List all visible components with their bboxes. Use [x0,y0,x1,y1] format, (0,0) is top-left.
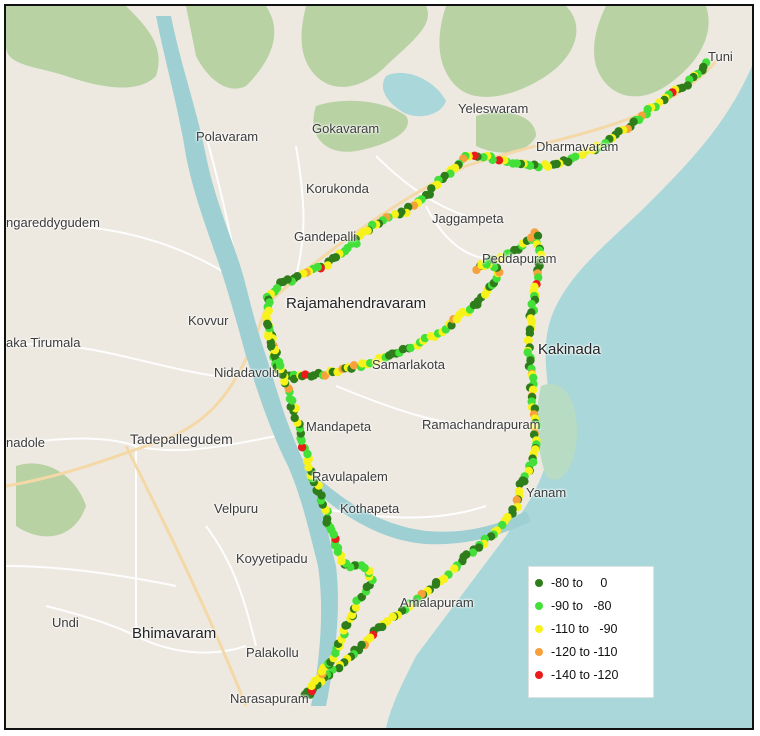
legend-label: -80 to 0 [551,576,608,590]
track-point [515,479,524,489]
signal-track [262,58,711,699]
place-label-peddapuram: Peddapuram [482,251,557,266]
track-point [388,612,397,621]
track-point [468,548,478,557]
track-point [297,443,307,452]
legend-dot-3 [535,648,543,656]
legend-item: -110 to -90 [535,619,617,639]
track-point [285,394,295,403]
legend-dot-1 [535,602,543,610]
forest-areas [6,6,709,537]
track-point [529,373,538,382]
track-point [534,273,543,282]
legend-item: -90 to -80 [535,596,611,616]
track-point [494,156,504,165]
place-label-yeleswaram: Yeleswaram [458,101,529,116]
place-label-undi: Undi [52,615,79,630]
track-point [450,564,459,573]
track-point [496,253,505,262]
track-point [533,231,543,240]
track-point [263,321,273,330]
legend-label: -110 to -90 [551,622,618,636]
track-point [528,385,538,394]
place-label-ravulapalem: Ravulapalem [312,469,388,484]
legend-label: -120 to -110 [551,645,618,659]
track-point [578,150,587,159]
place-label-rajamahendravaram: Rajamahendravaram [286,295,427,312]
track-point [486,532,496,541]
road-network [6,135,507,654]
place-label-aka-tirumala: aka Tirumala [6,335,81,350]
track-point [529,422,538,431]
place-label-nadole: nadole [6,435,46,450]
track-point [498,520,507,530]
place-label-ramachandrapuram: Ramachandrapuram [422,417,541,432]
legend-dot-0 [535,579,543,587]
track-point [323,514,332,523]
track-point [286,402,295,411]
track-point [523,336,533,345]
place-label-velpuru: Velpuru [214,501,259,516]
place-label-ngareddygudem: ngareddygudem [6,215,100,230]
legend-item: -120 to -110 [535,642,617,662]
place-label-gokavaram: Gokavaram [312,121,380,136]
place-label-kakinada: Kakinada [538,341,601,358]
place-label-tadepallegudem: Tadepallegudem [130,431,233,447]
place-label-kothapeta: Kothapeta [340,501,400,516]
place-label-amalapuram: Amalapuram [400,595,474,610]
legend-label: -140 to -120 [551,668,619,682]
legend-dot-2 [535,625,543,633]
signal-legend: -80 to 0 -90 to -80 -110 to -90 -120 to … [528,566,654,698]
legend-item: -140 to -120 [535,665,618,685]
place-label-korukonda: Korukonda [306,181,369,196]
track-point [525,329,535,338]
place-label-gandepalli: Gandepalli [294,229,357,244]
lake [382,72,446,117]
track-point [343,620,352,630]
place-label-dharmavaram: Dharmavaram [536,139,619,154]
godavari-river [156,16,531,706]
track-point [431,580,441,589]
track-point [512,495,521,505]
track-point [406,343,415,353]
track-point [334,664,344,673]
place-label-nidadavolu: Nidadavolu [214,365,280,380]
place-label-yanam: Yanam [526,485,567,500]
track-point [323,261,332,270]
place-label-jaggampeta: Jaggampeta [432,211,504,226]
track-point [349,361,359,370]
place-label-mandapeta: Mandapeta [306,419,372,434]
map-frame[interactable]: Tuni Yeleswaram Gokavaram Polavaram Dhar… [4,4,754,730]
track-point [390,210,399,219]
mangrove-area [536,384,577,480]
track-point [527,299,536,309]
place-label-bhimavaram: Bhimavaram [132,625,217,642]
place-label-palakollu: Palakollu [246,645,299,660]
track-point [588,145,597,155]
place-label-tuni: Tuni [708,49,733,64]
track-point [290,413,299,423]
place-label-narasapuram: Narasapuram [230,691,309,706]
track-point [274,357,284,367]
place-label-polavaram: Polavaram [196,129,259,144]
map-canvas[interactable] [6,6,752,728]
legend-dot-4 [535,671,543,679]
track-point [289,374,299,384]
track-point [351,603,361,612]
legend-item: -80 to 0 [535,573,607,593]
legend-label: -90 to -80 [551,599,612,613]
place-label-samarlakota: Samarlakota [372,357,445,372]
track-point [540,160,550,169]
place-label-koyyetipadu: Koyyetipadu [236,551,308,566]
place-label-kovvur: Kovvur [188,313,229,328]
